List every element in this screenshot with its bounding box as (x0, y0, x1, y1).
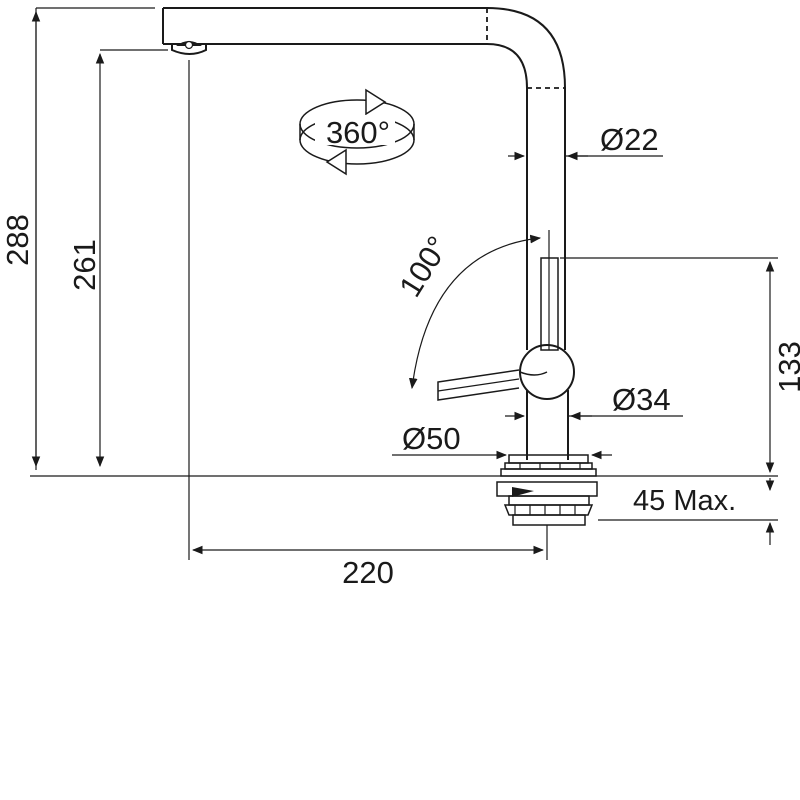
lever-angle-annotation: 100° (392, 230, 550, 390)
dimension-d34: Ø34 (505, 382, 683, 421)
dimension-261: 261 (67, 49, 168, 468)
label-d34: Ø34 (612, 382, 671, 417)
label-d22: Ø22 (600, 122, 659, 157)
faucet-outline (162, 7, 598, 526)
label-288: 288 (0, 214, 35, 266)
label-d50: Ø50 (402, 421, 461, 456)
dimension-45max: 45 Max. (598, 478, 778, 545)
label-133: 133 (772, 341, 800, 393)
rotate-arrow-left (325, 148, 347, 176)
dimension-d22: Ø22 (508, 122, 663, 161)
rotate-arrow-right (365, 88, 387, 116)
label-220: 220 (342, 555, 394, 590)
aerator (171, 44, 207, 55)
rotation-360-symbol: 360° (299, 88, 415, 176)
dimension-d50: Ø50 (392, 421, 612, 460)
cartridge-detail (519, 371, 548, 376)
dimension-133: 133 (560, 257, 800, 474)
label-261: 261 (67, 239, 102, 291)
dimension-220: 220 (188, 60, 548, 590)
label-360deg: 360° (326, 115, 390, 150)
mounting-base (496, 454, 598, 526)
label-100deg: 100° (392, 230, 456, 303)
spout-bottom-edge (163, 43, 528, 350)
spout-top-edge (163, 7, 566, 350)
dimension-288: 288 (0, 7, 155, 470)
label-45max: 45 Max. (633, 485, 736, 517)
